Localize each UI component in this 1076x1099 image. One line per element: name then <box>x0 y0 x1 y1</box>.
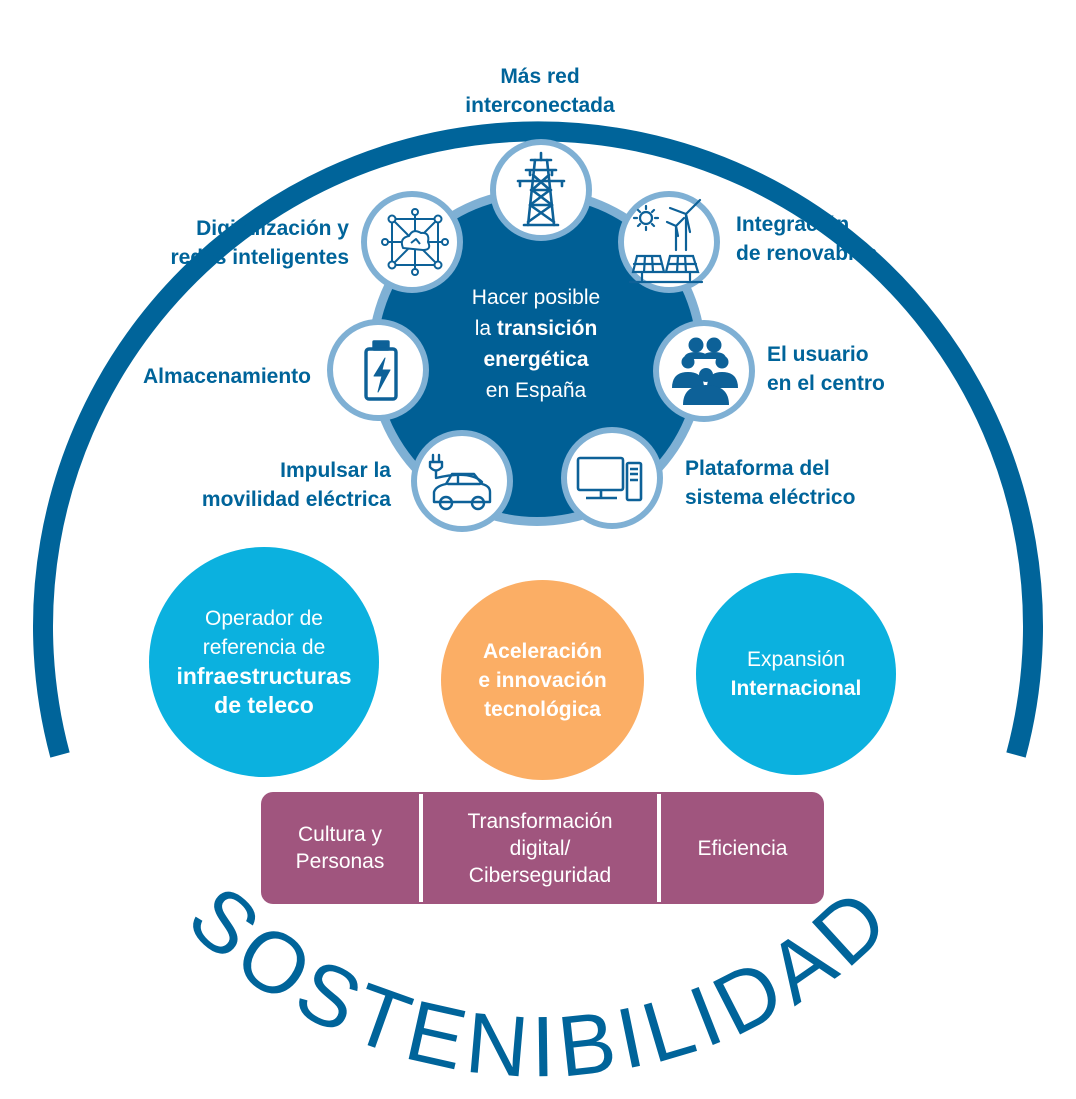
lever-label-line: Digitalización y <box>196 217 349 240</box>
foundation-line: Cultura y <box>297 823 383 846</box>
lever-label-line: movilidad eléctrica <box>201 488 391 511</box>
foundation-line: Ciberseguridad <box>468 863 612 887</box>
hub-line-4: en España <box>485 379 587 402</box>
pillar-teleco-line: referencia de <box>202 636 326 659</box>
lever-label-line: Más red <box>500 65 580 88</box>
lever-circle-movilidad <box>411 430 513 532</box>
pillar-innovacion-line: e innovación <box>478 668 607 692</box>
sustainability-arc <box>33 121 1043 758</box>
lever-label-renovables: Integración de renovables <box>736 210 877 268</box>
lever-label-movilidad: Impulsar la movilidad eléctrica <box>130 456 391 514</box>
lever-label-line: Almacenamiento <box>142 365 311 388</box>
lever-label-usuario: El usuario en el centro <box>767 340 885 398</box>
lever-label-line: en el centro <box>767 372 885 395</box>
hub-line-3: energética <box>483 348 589 371</box>
lever-label-line: El usuario <box>767 343 869 366</box>
battery-icon <box>364 340 398 401</box>
lever-label-line: Plataforma del <box>685 457 830 480</box>
lever-label-line: de renovables <box>736 242 878 265</box>
foundation-cultura: Cultura y Personas <box>261 792 419 904</box>
lever-label-line: Impulsar la <box>280 459 391 482</box>
foundation-line: Eficiencia <box>697 836 788 860</box>
pillar-innovacion-line: tecnológica <box>484 697 601 721</box>
lever-label-line: sistema eléctrico <box>685 486 856 509</box>
lever-label-red: Más red interconectada <box>440 62 640 120</box>
pillar-internacional-line: Internacional <box>730 677 862 700</box>
foundation-digital: Transformación digital/ Ciberseguridad <box>423 792 657 904</box>
foundation-line: Personas <box>295 850 385 873</box>
hub-line-2-bold: transición <box>496 317 598 340</box>
foundation-line: digital/ <box>509 836 571 860</box>
pillar-teleco-line: Operador de <box>205 607 323 630</box>
people-icon <box>672 337 738 405</box>
computer-icon <box>576 456 643 502</box>
transmission-tower-icon <box>516 151 566 227</box>
lever-label-plataforma: Plataforma del sistema eléctrico <box>685 454 855 512</box>
foundation-eficiencia: Eficiencia <box>661 792 824 904</box>
pillar-innovacion: Aceleración e innovación tecnológica <box>441 580 644 780</box>
foundation-line: Transformación <box>467 809 613 833</box>
electric-car-icon <box>428 453 492 511</box>
pillar-innovacion-line: Aceleración <box>482 639 603 663</box>
foundation-divider <box>657 794 661 902</box>
lever-label-almacenamiento: Almacenamiento <box>100 362 311 391</box>
hub-line-2: la transición <box>430 313 642 344</box>
lever-label-line: Integración <box>736 213 850 236</box>
foundation-bar: Cultura y Personas Transformación digita… <box>261 792 824 904</box>
pillar-teleco: Operador de referencia de infraestructur… <box>149 547 379 777</box>
hub-line-2-prefix: la <box>474 317 492 340</box>
lever-label-digitalizacion: Digitalización y redes inteligentes <box>120 214 349 272</box>
pillar-internacional-line: Expansión <box>746 648 846 671</box>
foundation-divider <box>419 794 423 902</box>
lever-label-line: interconectada <box>465 94 615 117</box>
pillar-internacional: Expansión Internacional <box>696 573 896 775</box>
hub-line-1: Hacer posible <box>471 286 601 309</box>
pillar-teleco-line: infraestructuras <box>176 663 352 689</box>
lever-circle-plataforma <box>561 427 663 529</box>
hub-text: Hacer posible la transición energética e… <box>430 282 642 406</box>
pillar-teleco-line: de teleco <box>214 692 314 718</box>
lever-label-line: redes inteligentes <box>170 246 349 269</box>
renewables-icon <box>628 198 704 284</box>
smart-grid-icon <box>381 208 449 276</box>
